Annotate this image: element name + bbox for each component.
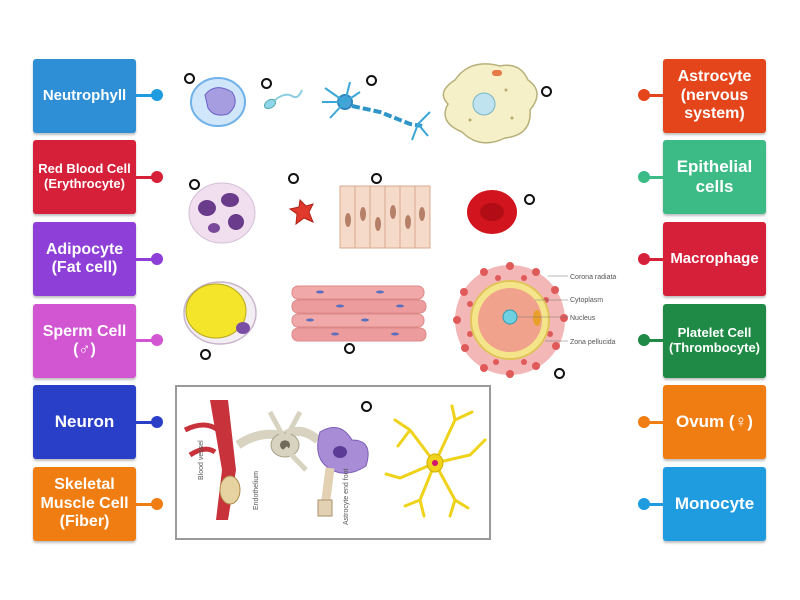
neuron-image <box>322 81 431 141</box>
connector-epithelial <box>643 176 663 179</box>
drop-target[interactable] <box>554 368 565 379</box>
drop-target[interactable] <box>261 78 272 89</box>
connector-platelet <box>643 339 663 342</box>
epithelial-image <box>339 185 431 249</box>
label-ovum[interactable]: Ovum (♀) <box>663 385 766 459</box>
label-epithelial-cells[interactable]: Epithelial cells <box>663 140 766 214</box>
muscle-fiber-image <box>291 285 427 342</box>
drop-target[interactable] <box>524 194 535 205</box>
adipocyte-image <box>183 281 257 345</box>
annot-blood-vessel: Blood vessel <box>198 440 205 480</box>
drop-target[interactable] <box>541 86 552 97</box>
label-text: Platelet Cell (Thrombocyte) <box>669 325 760 355</box>
label-text: Epithelial cells <box>676 157 753 196</box>
connector-macrophage <box>643 258 663 261</box>
monocyte-image <box>190 77 246 127</box>
connector-adipocyte <box>136 258 156 261</box>
red-blood-cell-image <box>467 190 517 234</box>
label-platelet-cell[interactable]: Platelet Cell (Thrombocyte) <box>663 304 766 378</box>
macrophage-image <box>442 63 538 144</box>
connector-dot[interactable] <box>638 416 650 428</box>
connector-dot[interactable] <box>638 498 650 510</box>
label-text: Neutrophyll <box>42 87 127 105</box>
connector-dot[interactable] <box>151 334 163 346</box>
ovum-label-cytoplasm: Cytoplasm <box>570 297 603 304</box>
connector-dot[interactable] <box>638 334 650 346</box>
connector-dot[interactable] <box>151 171 163 183</box>
astrocyte-image: Blood vessel Endothelium Astrocyte end f… <box>183 400 487 525</box>
annot-astro-foot: Astrocyte end foot <box>343 469 350 525</box>
label-text: Monocyte <box>674 494 755 514</box>
ovum-label-nucleus: Nucleus <box>570 315 596 322</box>
sperm-image <box>263 89 303 110</box>
ovum-image: Corona radiata Cytoplasm Nucleus Zona pe… <box>453 262 616 378</box>
label-text: Macrophage <box>670 250 759 268</box>
label-sperm-cell[interactable]: Sperm Cell (♂) <box>33 304 136 378</box>
connector-astrocyte <box>643 94 663 97</box>
connector-ovum <box>643 421 663 424</box>
label-text: Sperm Cell (♂) <box>42 322 127 358</box>
connector-dot[interactable] <box>638 253 650 265</box>
drop-target[interactable] <box>200 349 211 360</box>
drop-target[interactable] <box>371 173 382 184</box>
connector-red-blood-cell <box>136 176 156 179</box>
label-text: Neuron <box>54 412 115 432</box>
connector-dot[interactable] <box>151 253 163 265</box>
connector-skeletal-muscle <box>136 503 156 506</box>
label-adipocyte[interactable]: Adipocyte (Fat cell) <box>33 222 136 296</box>
drop-target[interactable] <box>361 401 372 412</box>
label-text: Skeletal Muscle Cell (Fiber) <box>40 476 129 531</box>
connector-neutrophyll <box>136 94 156 97</box>
astrocyte-figure-frame <box>175 385 491 540</box>
label-neuron[interactable]: Neuron <box>33 385 136 459</box>
drop-target[interactable] <box>366 75 377 86</box>
annot-endothelium: Endothelium <box>253 471 260 510</box>
drop-target[interactable] <box>184 73 195 84</box>
connector-neuron <box>136 421 156 424</box>
drop-target[interactable] <box>189 179 200 190</box>
label-monocyte[interactable]: Monocyte <box>663 467 766 541</box>
connector-sperm-cell <box>136 339 156 342</box>
label-text: Red Blood Cell (Erythrocyte) <box>38 161 131 191</box>
drop-target[interactable] <box>344 343 355 354</box>
connector-dot[interactable] <box>151 89 163 101</box>
label-text: Ovum (♀) <box>676 412 753 432</box>
label-macrophage[interactable]: Macrophage <box>663 222 766 296</box>
label-text: Astrocyte (nervous system) <box>677 68 752 123</box>
label-red-blood-cell[interactable]: Red Blood Cell (Erythrocyte) <box>33 140 136 214</box>
ovum-label-zona: Zona pellucida <box>570 339 616 346</box>
label-text: Adipocyte (Fat cell) <box>45 240 124 276</box>
platelet-image <box>288 198 314 226</box>
neutrophil-image <box>188 182 256 244</box>
label-neutrophyll[interactable]: Neutrophyll <box>33 59 136 133</box>
label-astrocyte[interactable]: Astrocyte (nervous system) <box>663 59 766 133</box>
drop-target[interactable] <box>288 173 299 184</box>
connector-dot[interactable] <box>151 498 163 510</box>
connector-monocyte <box>643 503 663 506</box>
connector-dot[interactable] <box>638 89 650 101</box>
connector-dot[interactable] <box>151 416 163 428</box>
ovum-label-corona: Corona radiata <box>570 274 616 281</box>
connector-dot[interactable] <box>638 171 650 183</box>
label-skeletal-muscle-cell[interactable]: Skeletal Muscle Cell (Fiber) <box>33 467 136 541</box>
